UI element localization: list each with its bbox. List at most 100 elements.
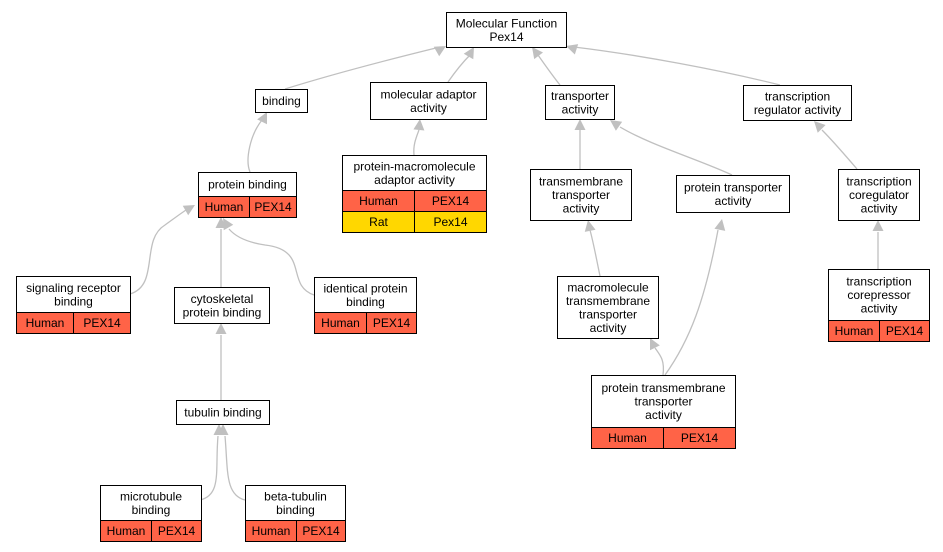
node-label: activity — [562, 102, 599, 116]
node-box — [370, 82, 487, 120]
species-label: Human — [608, 431, 647, 445]
node-label: transporter — [634, 395, 692, 409]
edge-transcription-regulator-to-mf-root — [566, 44, 781, 86]
node-label: activity — [645, 408, 682, 422]
edge-line — [619, 126, 733, 176]
node-label: coregulator — [849, 188, 909, 202]
node-label: binding — [346, 295, 385, 309]
node-label: tubulin binding — [184, 406, 261, 420]
species-label: Human — [321, 316, 360, 330]
node-box — [446, 12, 567, 48]
arrowhead-icon — [814, 121, 826, 133]
gene-cell — [73, 312, 131, 334]
arrowhead-icon — [463, 47, 474, 60]
gene-cell — [151, 520, 202, 542]
gene-label: PEX14 — [681, 431, 719, 445]
gene-label: PEX14 — [373, 316, 411, 330]
arrowhead-icon — [566, 44, 579, 55]
node-label: cytoskeletal — [191, 292, 254, 306]
edge-line — [664, 229, 719, 376]
gene-label: PEX14 — [83, 316, 121, 330]
node-protein-transmembrane-transporter[interactable]: protein transmembranetransporteractivity… — [591, 375, 736, 449]
species-label: Human — [107, 524, 146, 538]
edge-line — [129, 209, 187, 295]
node-box — [676, 175, 790, 213]
arrowhead-icon — [413, 119, 425, 131]
arrowhead-icon — [610, 120, 623, 131]
node-label: binding — [262, 94, 301, 108]
species-label: Rat — [369, 215, 388, 229]
edge-line — [589, 229, 601, 277]
node-label: protein transmembrane — [601, 381, 725, 395]
edge-transcription-corepressor-to-transcription-coregulator — [872, 220, 884, 269]
node-box — [255, 89, 308, 113]
node-label: signaling receptor — [26, 281, 121, 295]
annotation-row: Human PEX14 — [591, 427, 736, 449]
arrowhead-icon — [650, 338, 660, 351]
annotation-row: Human PEX14 — [16, 312, 131, 334]
node-box — [838, 169, 920, 221]
node-label: activity — [861, 202, 898, 216]
edge-molecular-adaptor-to-mf-root — [447, 47, 474, 83]
arrowhead-icon — [223, 218, 234, 231]
node-box — [100, 485, 202, 521]
species-label: Human — [359, 194, 398, 208]
edge-transcription-coregulator-to-transcription-regulator — [814, 121, 858, 170]
node-tubulin-binding[interactable]: tubulin binding — [176, 400, 270, 425]
species-label: Human — [205, 200, 244, 214]
node-label: molecular adaptor — [380, 87, 476, 101]
gene-cell — [249, 196, 297, 218]
arrowhead-icon — [217, 424, 229, 435]
node-label: beta-tubulin — [264, 489, 327, 503]
gene-cell — [663, 427, 736, 449]
edge-line — [413, 129, 420, 156]
node-box — [545, 85, 615, 120]
node-label: protein transporter — [684, 180, 782, 194]
arrowhead-icon — [532, 47, 543, 60]
gene-label: PEX14 — [158, 524, 196, 538]
node-label: transmembrane — [566, 294, 650, 308]
node-label: transcription — [765, 89, 830, 103]
edge-transporter-to-mf-root — [532, 47, 561, 86]
node-label: corepressor — [847, 288, 910, 302]
edge-binding-to-mf-root — [284, 46, 446, 90]
node-binding[interactable]: binding — [255, 89, 308, 113]
edge-macromolecule-transmembrane-transporter-to-transmembrane-transporter — [584, 220, 601, 277]
species-label: Human — [26, 316, 65, 330]
edge-transmembrane-transporter-to-transporter — [574, 119, 586, 169]
gene-label: PEX14 — [432, 194, 470, 208]
edge-line — [537, 54, 561, 86]
gene-cell — [414, 211, 487, 233]
node-label: microtubule — [120, 489, 182, 503]
edge-protein-transmembrane-transporter-to-protein-transporter — [664, 219, 726, 376]
node-label: activity — [861, 302, 898, 316]
arrowhead-icon — [872, 220, 884, 231]
node-macromolecule-transmembrane-transporter[interactable]: macromoleculetransmembranetransporteract… — [557, 276, 659, 339]
node-label: regulator activity — [754, 103, 841, 117]
node-label: transcription — [846, 175, 911, 189]
species-label: Human — [252, 524, 291, 538]
node-box — [176, 400, 270, 425]
edge-line — [247, 119, 263, 173]
node-label: transporter — [579, 307, 637, 321]
